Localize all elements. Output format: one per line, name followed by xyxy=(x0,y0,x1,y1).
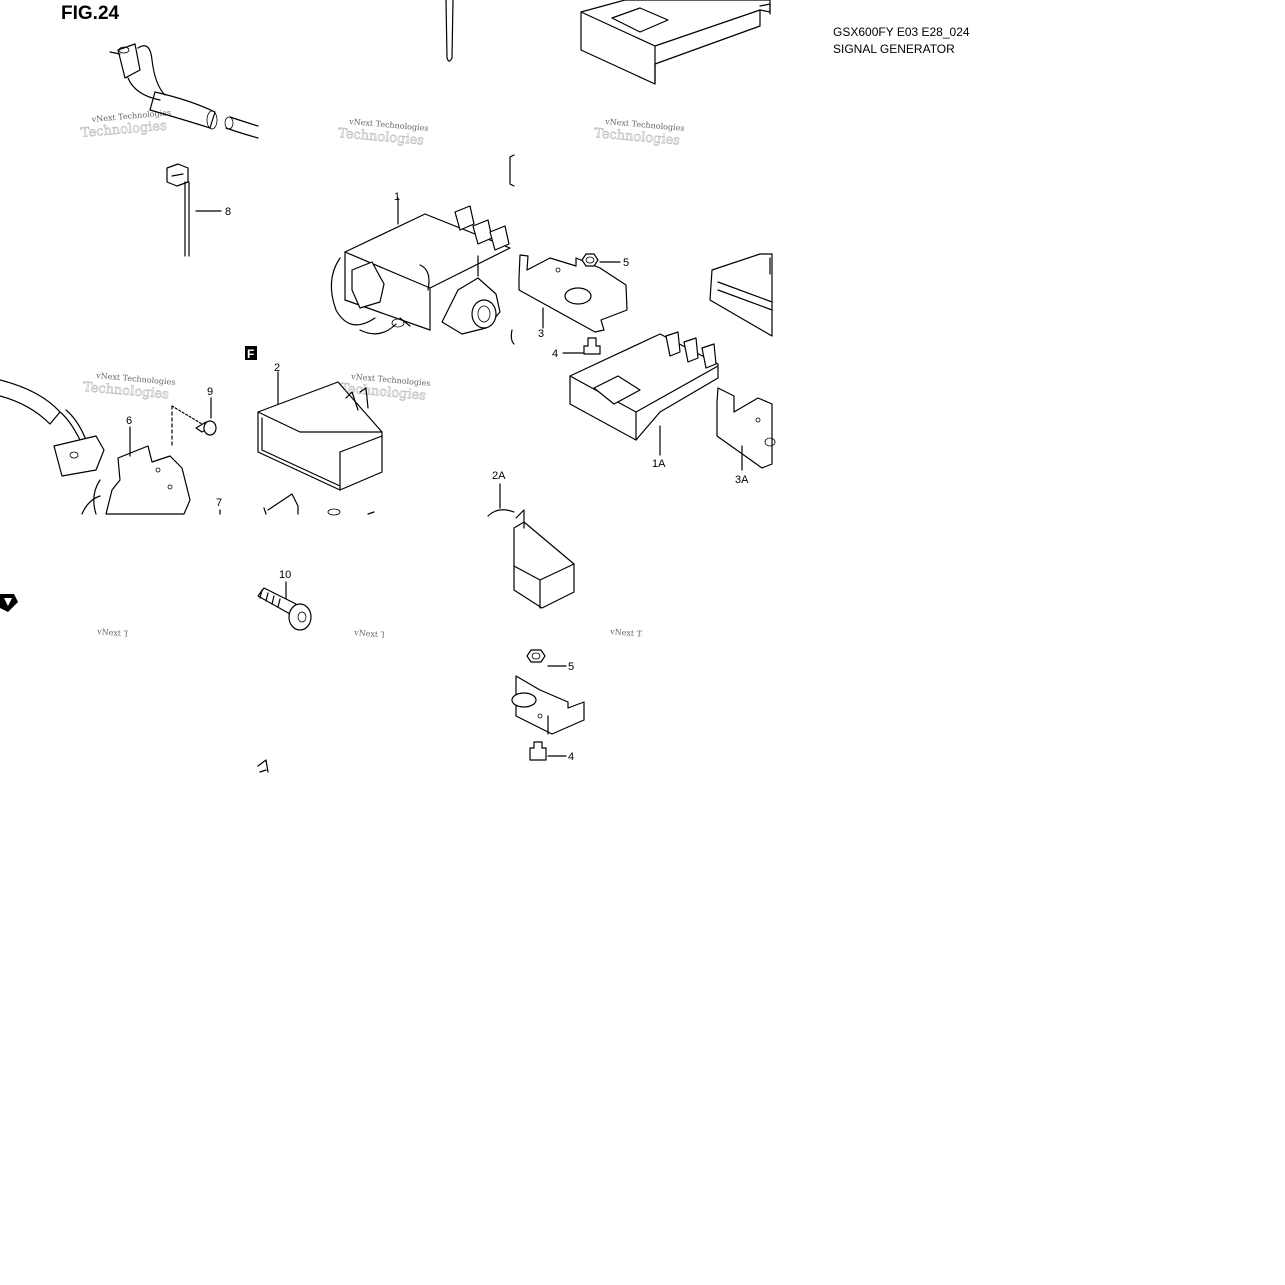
f-marker: F xyxy=(245,346,257,361)
callout-3: 3 xyxy=(538,328,544,340)
bottom-clip xyxy=(257,759,269,773)
f-marker-letter: F xyxy=(247,347,254,361)
part-3A-bracket: 3A xyxy=(716,387,776,486)
part-10-bolt: 10 xyxy=(257,569,312,631)
callout-6: 6 xyxy=(126,415,132,427)
callout-4-lower: 4 xyxy=(568,751,574,763)
model-code: GSX600FY E03 E28_024 xyxy=(833,25,970,39)
partial-housing-right xyxy=(709,253,773,337)
callout-5-lower: 5 xyxy=(568,661,574,673)
callout-9: 9 xyxy=(207,386,213,398)
part-1A-ecu: 1A xyxy=(569,331,719,470)
ecu-box-top xyxy=(580,0,771,85)
part-9-screw: 9 xyxy=(171,386,217,447)
lower-clips xyxy=(263,493,375,516)
probe-line xyxy=(445,0,454,62)
callout-10: 10 xyxy=(279,569,291,581)
callout-2A: 2A xyxy=(492,470,506,482)
lower-watermarks: vNext Technologies vNext Technologies vN… xyxy=(96,622,772,662)
callout-4-upper: 4 xyxy=(552,348,558,360)
callout-1: 1 xyxy=(394,191,400,203)
part-2A-cover: 2A xyxy=(487,470,575,609)
callout-3A: 3A xyxy=(735,474,749,486)
callout-5-upper: 5 xyxy=(623,257,629,269)
part-7: 7 xyxy=(216,497,222,515)
figure-title: FIG.24 xyxy=(61,3,120,24)
front-arrow-marker xyxy=(0,594,18,612)
lower-bracket: 5 4 xyxy=(511,649,585,763)
part-3-bracket: 3 5 4 xyxy=(518,253,629,360)
part-8-sensor: 8 xyxy=(166,163,231,257)
callout-7: 7 xyxy=(216,497,222,509)
section-name: SIGNAL GENERATOR xyxy=(833,42,955,56)
connector-harness-top xyxy=(109,43,259,139)
callout-8: 8 xyxy=(225,206,231,218)
bracket-top-clip xyxy=(509,154,515,187)
callout-1A: 1A xyxy=(652,458,666,470)
part-2-cover: 2 xyxy=(257,362,383,491)
part-6-harness: 6 xyxy=(0,379,191,515)
callout-2: 2 xyxy=(274,362,280,374)
part-1-signal-generator: 1 xyxy=(330,191,515,345)
